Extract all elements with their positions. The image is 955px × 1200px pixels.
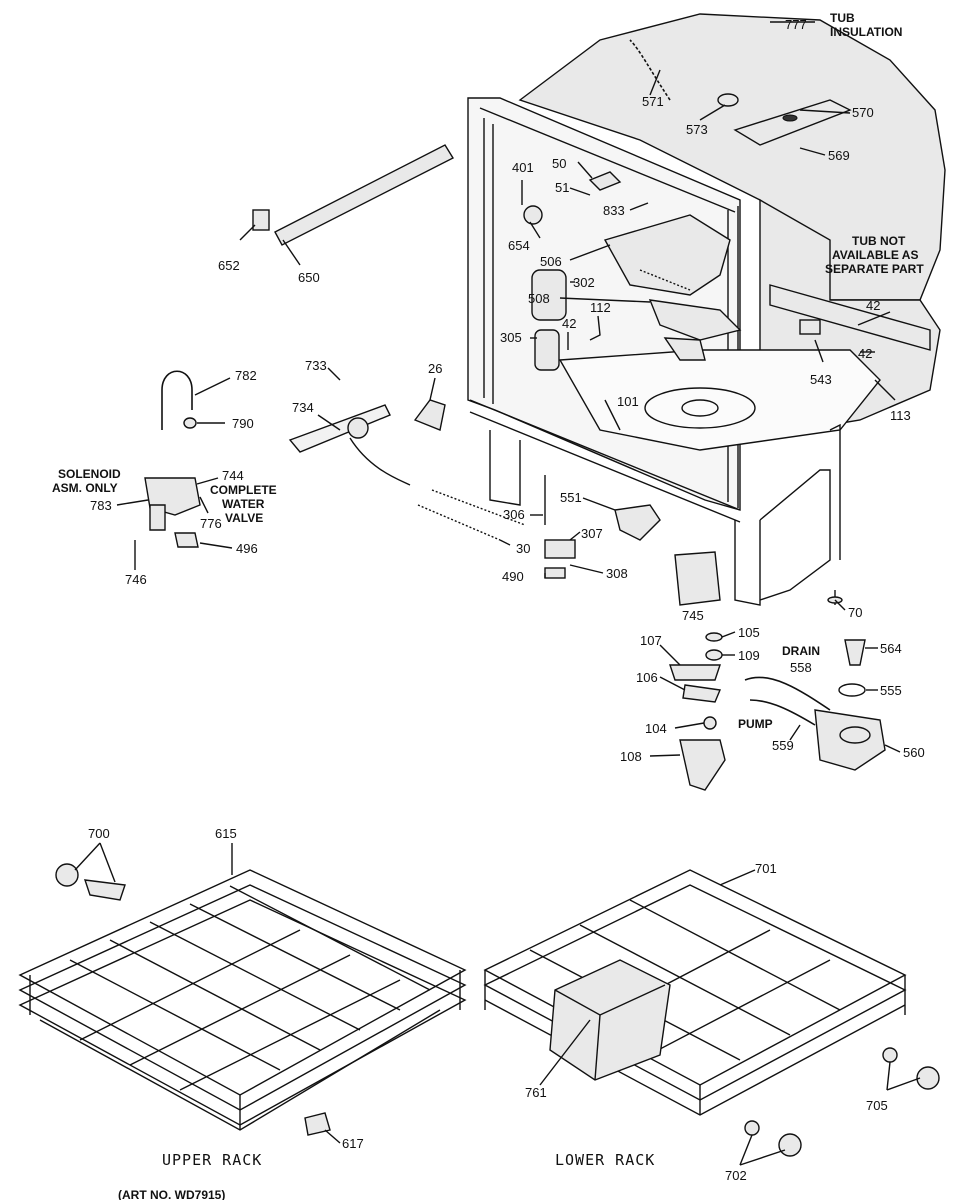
part-705: 705 — [866, 1098, 888, 1113]
rail-650 — [274, 144, 454, 246]
part-776: 776 — [200, 516, 222, 531]
lower-rack — [483, 869, 940, 1157]
annotations: TUB INSULATION TUB NOT AVAILABLE AS SEPA… — [52, 11, 924, 1200]
part-490: 490 — [502, 569, 524, 584]
leader-lines — [74, 21, 921, 1166]
part-783: 783 — [90, 498, 112, 513]
part-496: 496 — [236, 541, 258, 556]
label-pump: PUMP — [738, 717, 773, 731]
part-551: 551 — [560, 490, 582, 505]
hose-782 — [161, 370, 193, 430]
part-50: 50 — [552, 156, 566, 171]
part-745: 745 — [682, 608, 704, 623]
part-108: 108 — [620, 749, 642, 764]
part-761: 761 — [525, 1085, 547, 1100]
part-790: 790 — [232, 416, 254, 431]
label-drain: DRAIN — [782, 644, 820, 658]
left-parts — [144, 144, 721, 606]
part-617: 617 — [342, 1136, 364, 1151]
part-104: 104 — [645, 721, 667, 736]
label-tub-not-3: SEPARATE PART — [825, 262, 924, 276]
part-777: 777 — [785, 17, 807, 32]
part-543: 543 — [810, 372, 832, 387]
label-tub-insulation-2: INSULATION — [830, 25, 902, 39]
part-570: 570 — [852, 105, 874, 120]
part-306: 306 — [503, 507, 525, 522]
part-numbers: 777 571 573 570 569 401 50 51 833 654 50… — [88, 17, 925, 1183]
part-101: 101 — [617, 394, 639, 409]
part-113: 113 — [890, 408, 911, 423]
part-70: 70 — [848, 605, 862, 620]
part-42-a: 42 — [562, 316, 576, 331]
part-571: 571 — [642, 94, 664, 109]
caption-upper-rack: UPPER RACK — [162, 1151, 262, 1169]
part-734: 734 — [292, 400, 314, 415]
part-573: 573 — [686, 122, 708, 137]
endcap-652 — [252, 209, 270, 231]
part-555: 555 — [880, 683, 902, 698]
part-305: 305 — [500, 330, 522, 345]
label-solenoid-1: SOLENOID — [58, 467, 121, 481]
drain-pump-parts — [669, 590, 886, 791]
upper-rack — [18, 863, 467, 1136]
part-105: 105 — [738, 625, 760, 640]
part-508: 508 — [528, 291, 550, 306]
part-746: 746 — [125, 572, 147, 587]
part-307: 307 — [581, 526, 603, 541]
part-833: 833 — [603, 203, 625, 218]
part-701: 701 — [755, 861, 777, 876]
part-559: 559 — [772, 738, 794, 753]
part-744: 744 — [222, 468, 244, 483]
part-558: 558 — [790, 660, 812, 675]
part-564: 564 — [880, 641, 902, 656]
part-106: 106 — [636, 670, 658, 685]
label-complete-2: WATER — [222, 497, 265, 511]
part-109: 109 — [738, 648, 760, 663]
part-700: 700 — [88, 826, 110, 841]
label-complete-3: VALVE — [225, 511, 263, 525]
part-702: 702 — [725, 1168, 747, 1183]
part-652: 652 — [218, 258, 240, 273]
part-650: 650 — [298, 270, 320, 285]
part-112: 112 — [590, 300, 611, 315]
label-complete-1: COMPLETE — [210, 483, 277, 497]
part-782: 782 — [235, 368, 257, 383]
label-solenoid-2: ASM. ONLY — [52, 481, 118, 495]
part-42-b: 42 — [866, 298, 880, 313]
caption-lower-rack: LOWER RACK — [555, 1151, 655, 1169]
part-506: 506 — [540, 254, 562, 269]
part-42-c: 42 — [858, 346, 872, 361]
label-tub-not-2: AVAILABLE AS — [832, 248, 918, 262]
part-30: 30 — [516, 541, 530, 556]
caption-art-no: (ART NO. WD7915) — [118, 1188, 225, 1200]
part-401: 401 — [512, 160, 534, 175]
label-tub-not-1: TUB NOT — [852, 234, 906, 248]
part-654: 654 — [508, 238, 530, 253]
part-733: 733 — [305, 358, 327, 373]
part-51: 51 — [555, 180, 569, 195]
part-107: 107 — [640, 633, 662, 648]
part-569: 569 — [828, 148, 850, 163]
part-560: 560 — [903, 745, 925, 760]
part-26: 26 — [428, 361, 442, 376]
part-302: 302 — [573, 275, 595, 290]
label-tub-insulation-1: TUB — [830, 11, 855, 25]
part-308: 308 — [606, 566, 628, 581]
part-615: 615 — [215, 826, 237, 841]
